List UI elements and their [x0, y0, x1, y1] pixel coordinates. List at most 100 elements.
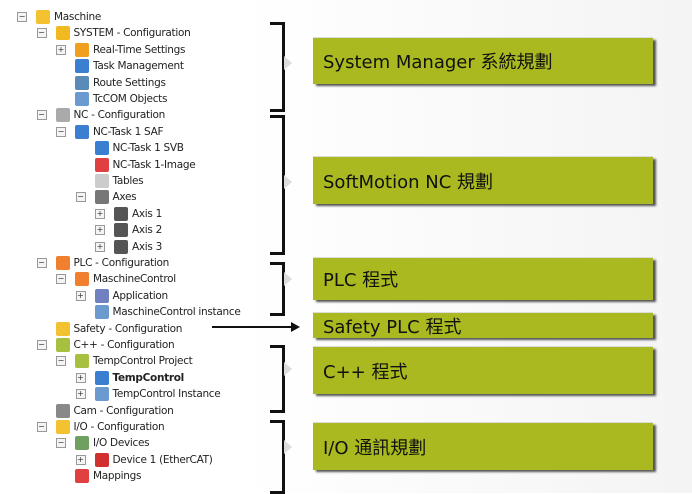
tree-item-label: Axis 2: [132, 224, 163, 237]
expand-icon[interactable]: +: [75, 389, 86, 400]
tree-item-label: Axes: [112, 191, 137, 204]
tree-item[interactable]: Cam - Configuration: [55, 403, 174, 419]
tree-item-label: Real-Time Settings: [93, 43, 186, 56]
tree-item[interactable]: Axis 1: [114, 206, 162, 222]
tree-item[interactable]: TempControl Project: [75, 353, 193, 369]
tree-item[interactable]: SYSTEM - Configuration: [55, 25, 191, 41]
tree-item-label: Device 1 (EtherCAT): [112, 453, 213, 466]
tree-item[interactable]: Real-Time Settings: [75, 42, 185, 58]
node-icon: [55, 338, 70, 352]
pointer-icon: [284, 56, 292, 70]
node-icon: [94, 174, 109, 188]
solution-tree: Maschine−SYSTEM - Configuration−Real-Tim…: [0, 0, 260, 493]
tree-item-label: Application: [112, 289, 169, 302]
node-icon: [75, 124, 89, 139]
tree-item-label: MaschineControl: [93, 273, 176, 286]
tree-item[interactable]: NC-Task 1-Image: [94, 157, 196, 173]
collapse-icon[interactable]: −: [17, 12, 27, 22]
tree-item-label: C++ - Configuration: [73, 339, 175, 351]
tree-item-label: TcCOM Objects: [93, 93, 168, 105]
tree-item[interactable]: Maschine: [36, 9, 101, 25]
node-icon: [114, 223, 128, 238]
pointer-icon: [284, 272, 292, 286]
tree-item-label: I/O Devices: [93, 437, 150, 450]
collapse-icon[interactable]: −: [56, 356, 66, 367]
tree-item[interactable]: Task Management: [75, 58, 184, 74]
safety-arrow: [212, 322, 300, 332]
tree-item[interactable]: TempControl: [94, 370, 184, 386]
bracket-nc: [270, 115, 285, 255]
collapse-icon[interactable]: −: [36, 422, 47, 432]
tree-item[interactable]: TcCOM Objects: [75, 91, 167, 107]
node-icon: [75, 354, 89, 369]
collapse-icon[interactable]: −: [56, 126, 66, 137]
tree-item-label: Cam - Configuration: [73, 404, 174, 417]
label-system-manager: System Manager 系統規劃: [313, 38, 653, 84]
expand-icon[interactable]: +: [75, 454, 86, 465]
node-icon: [114, 206, 128, 221]
node-icon: [94, 157, 109, 172]
tree-item-label: Maschine: [54, 11, 102, 23]
tree-item[interactable]: Route Settings: [75, 75, 166, 91]
tree-item-label: Route Settings: [93, 76, 166, 89]
node-icon: [55, 256, 70, 270]
pointer-icon: [284, 440, 292, 454]
tree-item[interactable]: Safety - Configuration: [55, 321, 183, 337]
tree-item[interactable]: NC-Task 1 SAF: [75, 124, 164, 140]
node-icon: [75, 92, 89, 106]
tree-item[interactable]: Device 1 (EtherCAT): [94, 452, 213, 468]
tree-item[interactable]: Axis 3: [114, 239, 162, 255]
expand-icon[interactable]: +: [95, 225, 105, 236]
tree-item-label: PLC - Configuration: [73, 257, 170, 269]
collapse-icon[interactable]: −: [36, 340, 47, 350]
tree-item[interactable]: I/O Devices: [75, 435, 150, 451]
bracket-cpp: [270, 345, 285, 413]
tree-item[interactable]: Application: [94, 288, 169, 304]
tree-item[interactable]: TempControl Instance: [94, 386, 221, 402]
label-safety-plc: Safety PLC 程式: [313, 313, 653, 338]
tree-item[interactable]: Axis 2: [114, 222, 162, 238]
expand-icon[interactable]: +: [56, 44, 66, 55]
collapse-icon[interactable]: −: [56, 274, 66, 285]
tree-item[interactable]: C++ - Configuration: [55, 337, 175, 353]
bracket-plc: [270, 262, 285, 316]
expand-icon[interactable]: +: [75, 290, 86, 301]
expand-icon[interactable]: +: [75, 372, 86, 383]
node-icon: [75, 59, 89, 74]
bracket-io: [270, 420, 285, 494]
collapse-icon[interactable]: −: [56, 438, 66, 449]
node-icon: [55, 108, 70, 123]
node-icon: [94, 190, 109, 205]
tree-item[interactable]: MaschineControl: [75, 271, 176, 287]
pointer-icon: [284, 175, 292, 189]
node-icon: [55, 403, 70, 418]
expand-icon[interactable]: +: [95, 241, 105, 252]
tree-item[interactable]: NC - Configuration: [55, 107, 165, 123]
tree-item-label: TempControl Instance: [112, 388, 221, 401]
node-icon: [55, 26, 70, 41]
collapse-icon[interactable]: −: [36, 28, 47, 39]
expand-icon[interactable]: +: [95, 208, 105, 219]
tree-item[interactable]: PLC - Configuration: [55, 255, 170, 271]
collapse-icon[interactable]: −: [36, 258, 47, 268]
node-icon: [75, 436, 89, 451]
node-icon: [75, 75, 89, 90]
tree-item-label: Tables: [112, 175, 144, 187]
tree-item[interactable]: Tables: [94, 173, 144, 189]
tree-item-label: Safety - Configuration: [73, 322, 183, 335]
label-softmotion-nc: SoftMotion NC 規劃: [313, 157, 653, 204]
tree-item[interactable]: NC-Task 1 SVB: [94, 140, 184, 156]
collapse-icon[interactable]: −: [75, 192, 86, 203]
tree-item[interactable]: Axes: [94, 189, 137, 205]
node-icon: [55, 420, 70, 434]
label-io: I/O 通訊規劃: [313, 423, 653, 470]
tree-item[interactable]: Mappings: [75, 468, 141, 484]
tree-item-label: I/O - Configuration: [73, 421, 165, 433]
tree-item-label: TempControl Project: [93, 355, 193, 368]
tree-item[interactable]: MaschineControl instance: [94, 304, 241, 320]
tree-item-label: NC-Task 1 SVB: [112, 142, 184, 155]
node-icon: [94, 370, 109, 385]
node-icon: [55, 321, 70, 336]
tree-item[interactable]: I/O - Configuration: [55, 419, 165, 435]
collapse-icon[interactable]: −: [36, 110, 47, 121]
